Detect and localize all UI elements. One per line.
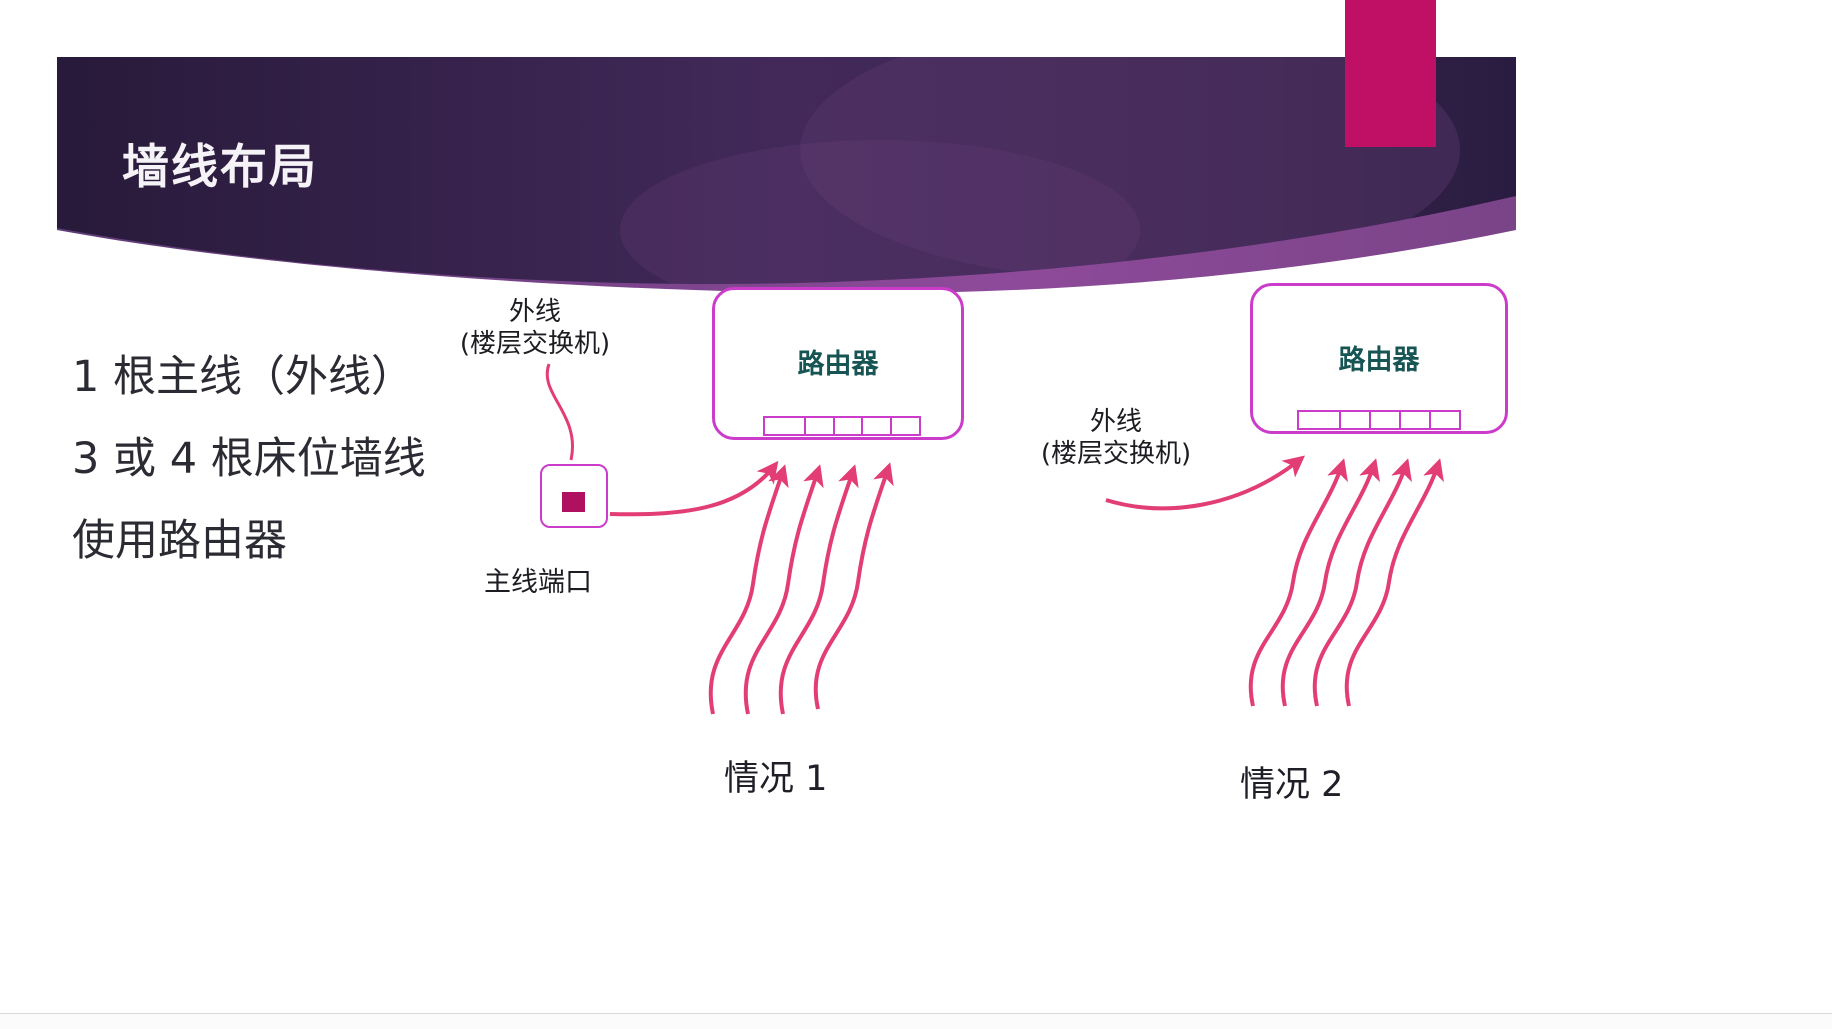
- caption-scenario-2: 情况 2: [1240, 765, 1344, 805]
- port-cell: [1399, 412, 1429, 428]
- header-highlight: [800, 57, 1460, 280]
- body-line-1: 1 根主线（外线）: [72, 352, 415, 402]
- port-cell: [832, 418, 862, 434]
- bedline-arrow-1-3: [778, 464, 859, 715]
- header-banner: [57, 57, 1516, 294]
- slide-bottom-edge: [0, 1013, 1832, 1029]
- caption-scenario-1: 情况 1: [724, 759, 828, 799]
- arrow-port-to-router-1: [609, 460, 779, 517]
- bedline-arrow-2-4: [1344, 458, 1444, 707]
- port-cell: [1429, 412, 1459, 428]
- mainline-port-label: 主线端口: [484, 567, 592, 598]
- mainline-port-box: [540, 464, 608, 528]
- port-cell: [765, 418, 804, 434]
- router-box-2: 路由器: [1250, 283, 1508, 434]
- body-line-2: 3 或 4 根床位墙线: [72, 434, 426, 484]
- external-line-label-1-line2: (楼层交换机): [459, 329, 611, 359]
- bedline-arrow-2-2: [1280, 458, 1380, 707]
- port-cell: [1369, 412, 1399, 428]
- external-line-label-2: 外线 (楼层交换机): [1006, 406, 1226, 470]
- bedline-arrow-1-2: [743, 464, 824, 715]
- port-cell: [890, 418, 919, 434]
- port-cell: [861, 418, 890, 434]
- page-title: 墙线布局: [122, 140, 318, 195]
- port-cell: [1299, 412, 1339, 428]
- port-cell: [803, 418, 833, 434]
- header-swoosh: [57, 57, 1516, 285]
- external-line-label-1: 外线 (楼层交换机): [430, 296, 640, 360]
- port-cell: [1339, 412, 1369, 428]
- bedline-arrow-2-3: [1312, 458, 1412, 707]
- router-label-1: 路由器: [797, 349, 879, 380]
- bedline-arrow-2-1: [1248, 458, 1348, 707]
- router-ports-2: [1297, 410, 1461, 430]
- external-line-label-2-line1: 外线: [1089, 407, 1142, 437]
- body-line-3: 使用路由器: [72, 516, 287, 566]
- mainline-port-square: [562, 492, 585, 512]
- external-line-label-1-line1: 外线: [508, 297, 561, 327]
- bedline-arrow-1-1: [708, 464, 789, 715]
- router-ports-1: [763, 416, 921, 436]
- router-box-1: 路由器: [712, 287, 964, 440]
- external-line-label-2-line2: (楼层交换机): [1040, 439, 1192, 469]
- body-text: 1 根主线（外线） 3 或 4 根床位墙线 使用路由器: [72, 336, 426, 582]
- accent-bar: [1345, 0, 1436, 147]
- bedline-arrow-1-4: [813, 462, 894, 710]
- connector-external-to-port: [545, 363, 574, 461]
- router-label-2: 路由器: [1338, 345, 1420, 376]
